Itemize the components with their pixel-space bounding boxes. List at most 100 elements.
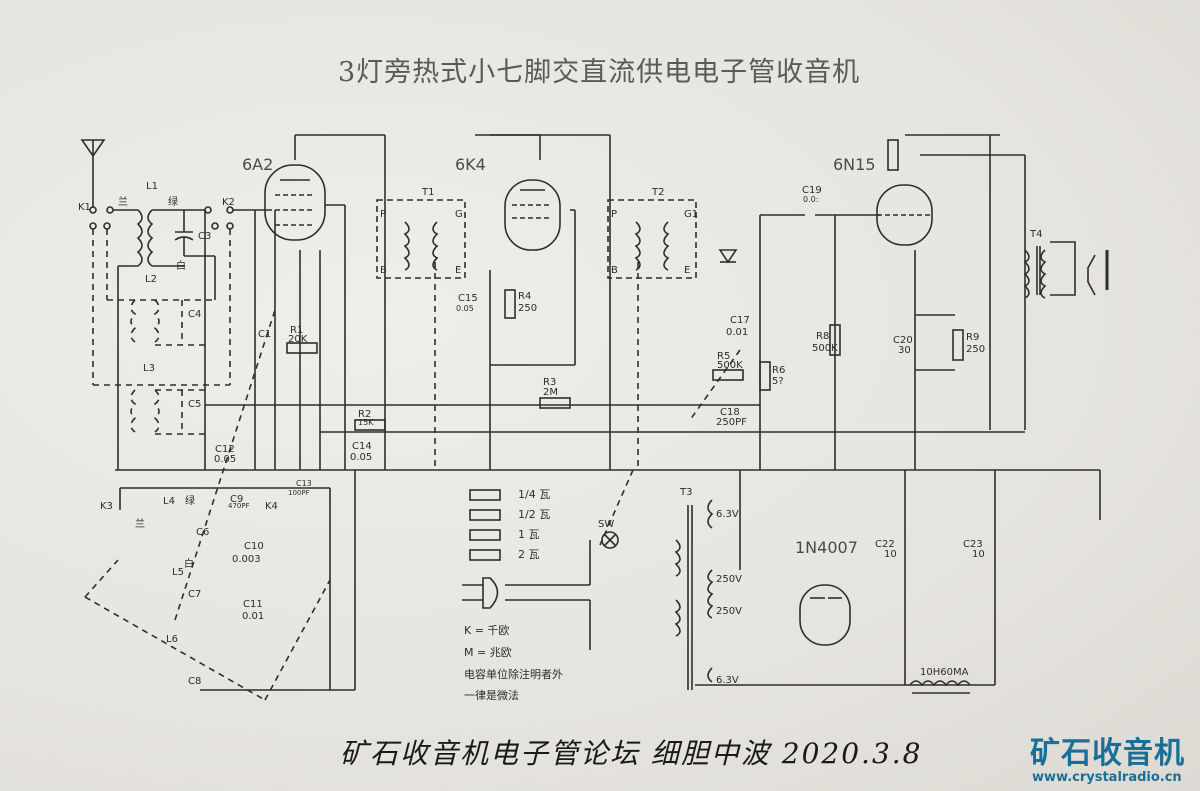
legend-resistor-symbols (469, 489, 501, 561)
capacitor-c22-value: 10 (884, 549, 897, 560)
capacitor-c18-value: 250PF (716, 417, 747, 428)
resistor-r4-value: 250 (518, 303, 538, 314)
switch-label-sw: SW (598, 519, 615, 530)
resistor-r8-value: 500K (812, 343, 838, 354)
t3-winding-6v3-a: 6.3V (716, 509, 739, 520)
switch-label-k4: K4 (265, 501, 278, 512)
legend-note-line1: 电容单位除注明者外 (464, 668, 563, 681)
capacitor-c18-ref: C18 (720, 407, 740, 418)
transformer-t1-coils (403, 221, 439, 271)
legend-quarter-watt: 1/4 瓦 (518, 488, 551, 501)
capacitor-c15-value: 0.05 (456, 304, 474, 313)
t1-pin-p: P (380, 209, 387, 220)
coil-l1-primary: 兰 (118, 197, 128, 208)
tube-6k4-symbol (504, 179, 561, 251)
switch-label-k2: K2 (222, 197, 235, 208)
capacitor-c13-value: 100PF (288, 489, 310, 497)
wiring (115, 134, 1101, 691)
coil-l4-tap: 白 (184, 559, 194, 570)
coil-label-l6: L6 (166, 634, 178, 645)
capacitor-c17-ref: C17 (730, 315, 750, 326)
capacitor-c10-value: 0.003 (232, 554, 261, 565)
capacitor-c14-value: 0.05 (350, 452, 373, 463)
capacitor-c3 (174, 210, 216, 300)
brand-logo: 矿石收音机 (1030, 736, 1185, 771)
legend-unit-m: M = 兆欧 (464, 646, 512, 659)
capacitor-c9-ref: C9 (230, 494, 244, 505)
transformer-label-t2: T2 (652, 187, 665, 198)
choke-label: 10H60MA (920, 667, 969, 678)
resistor-r5-value: 500K (717, 360, 743, 371)
tube-label-6a2: 6A2 (242, 155, 274, 174)
output-transformer-t4 (1023, 241, 1076, 299)
t3-winding-250v-b: 250V (716, 606, 742, 617)
coil-label-l1: L1 (146, 181, 158, 192)
resistor-r4-ref: R4 (518, 291, 532, 302)
coil-label-l2: L2 (145, 274, 157, 285)
resistor-r1-value: 20K (288, 334, 308, 345)
capacitor-c9-value: 470PF (228, 502, 250, 510)
capacitor-c11-ref: C11 (243, 599, 263, 610)
capacitor-c19-ref: C19 (802, 185, 822, 196)
band-switch-dashed (84, 229, 741, 701)
diagram-title: 3灯旁热式小七脚交直流供电电子管收音机 (338, 57, 861, 88)
capacitor-c22-ref: C22 (875, 539, 895, 550)
capacitor-c23-value: 10 (972, 549, 985, 560)
capacitor-c8-ref: C8 (188, 676, 202, 687)
tube-6a2-symbol (264, 164, 326, 241)
resistor-r6-ref: R6 (772, 365, 786, 376)
transformer-label-t4: T4 (1030, 229, 1043, 240)
resistor-r8-ref: R8 (816, 331, 830, 342)
t3-winding-250v-a: 250V (716, 574, 742, 585)
capacitor-c3-ref: C3 (198, 231, 212, 242)
coil-l1 (113, 209, 205, 470)
resistor-r9-value: 250 (966, 344, 986, 355)
capacitor-c12-value: 0.05 (214, 454, 237, 465)
switch-label-k3: K3 (100, 501, 113, 512)
footer-signature: 矿石收音机电子管论坛 细胆中波 2020.3.8 (340, 737, 923, 770)
legend-note-line2: 一律是微法 (464, 689, 519, 702)
capacitor-c20-value: 30 (898, 345, 911, 356)
capacitor-c5-ref: C5 (188, 399, 202, 410)
t2-pin-p: P (611, 209, 618, 220)
resistor-r2-value: 15K (358, 418, 374, 427)
switch-k1 (89, 206, 114, 230)
tube-1n4007-symbol (799, 584, 851, 646)
capacitor-c20-ref: C20 (893, 335, 913, 346)
t2-pin-b: B (611, 265, 618, 276)
coil-l1-secondary: 绿 (168, 197, 178, 208)
coil-label-l3: L3 (143, 363, 155, 374)
switch-k2 (204, 206, 272, 230)
resistor-symbols (286, 139, 964, 431)
capacitor-c12-ref: C12 (215, 444, 235, 455)
capacitor-c6-ref: C6 (196, 527, 210, 538)
legend-unit-k: K = 千欧 (464, 624, 510, 637)
capacitor-c14-ref: C14 (352, 441, 372, 452)
t1-pin-b: B (380, 265, 387, 276)
coil-label-l5: L5 (172, 567, 184, 578)
coil-label-l4: L4 (163, 496, 175, 507)
capacitor-c19-value: 0.0: (803, 195, 819, 204)
transformer-label-t3: T3 (680, 487, 693, 498)
power-plug-icon (462, 540, 591, 650)
t2-pin-g1: G1 (684, 209, 699, 220)
speaker-icon (1087, 250, 1109, 296)
coil-l4-secondary: 绿 (185, 496, 195, 507)
t3-winding-6v3-b: 6.3V (716, 675, 739, 686)
legend-half-watt: 1/2 瓦 (518, 508, 551, 521)
capacitor-c13-ref: C13 (296, 479, 312, 488)
tube-6n15-symbol (876, 184, 933, 246)
antenna-icon (80, 139, 106, 208)
tube-label-6k4: 6K4 (455, 155, 486, 174)
transformer-t2-coils (634, 221, 670, 271)
capacitor-c15-ref: C15 (458, 293, 478, 304)
resistor-r9-ref: R9 (966, 332, 980, 343)
resistor-r6-value: 5? (772, 376, 784, 387)
power-switch-sw (601, 531, 619, 549)
coil-l4-primary: 兰 (135, 519, 145, 530)
capacitor-c4-ref: C4 (188, 309, 202, 320)
capacitor-c7-ref: C7 (188, 589, 202, 600)
resistor-r5-ref: R5 (717, 351, 731, 362)
transformer-label-t1: T1 (422, 187, 435, 198)
